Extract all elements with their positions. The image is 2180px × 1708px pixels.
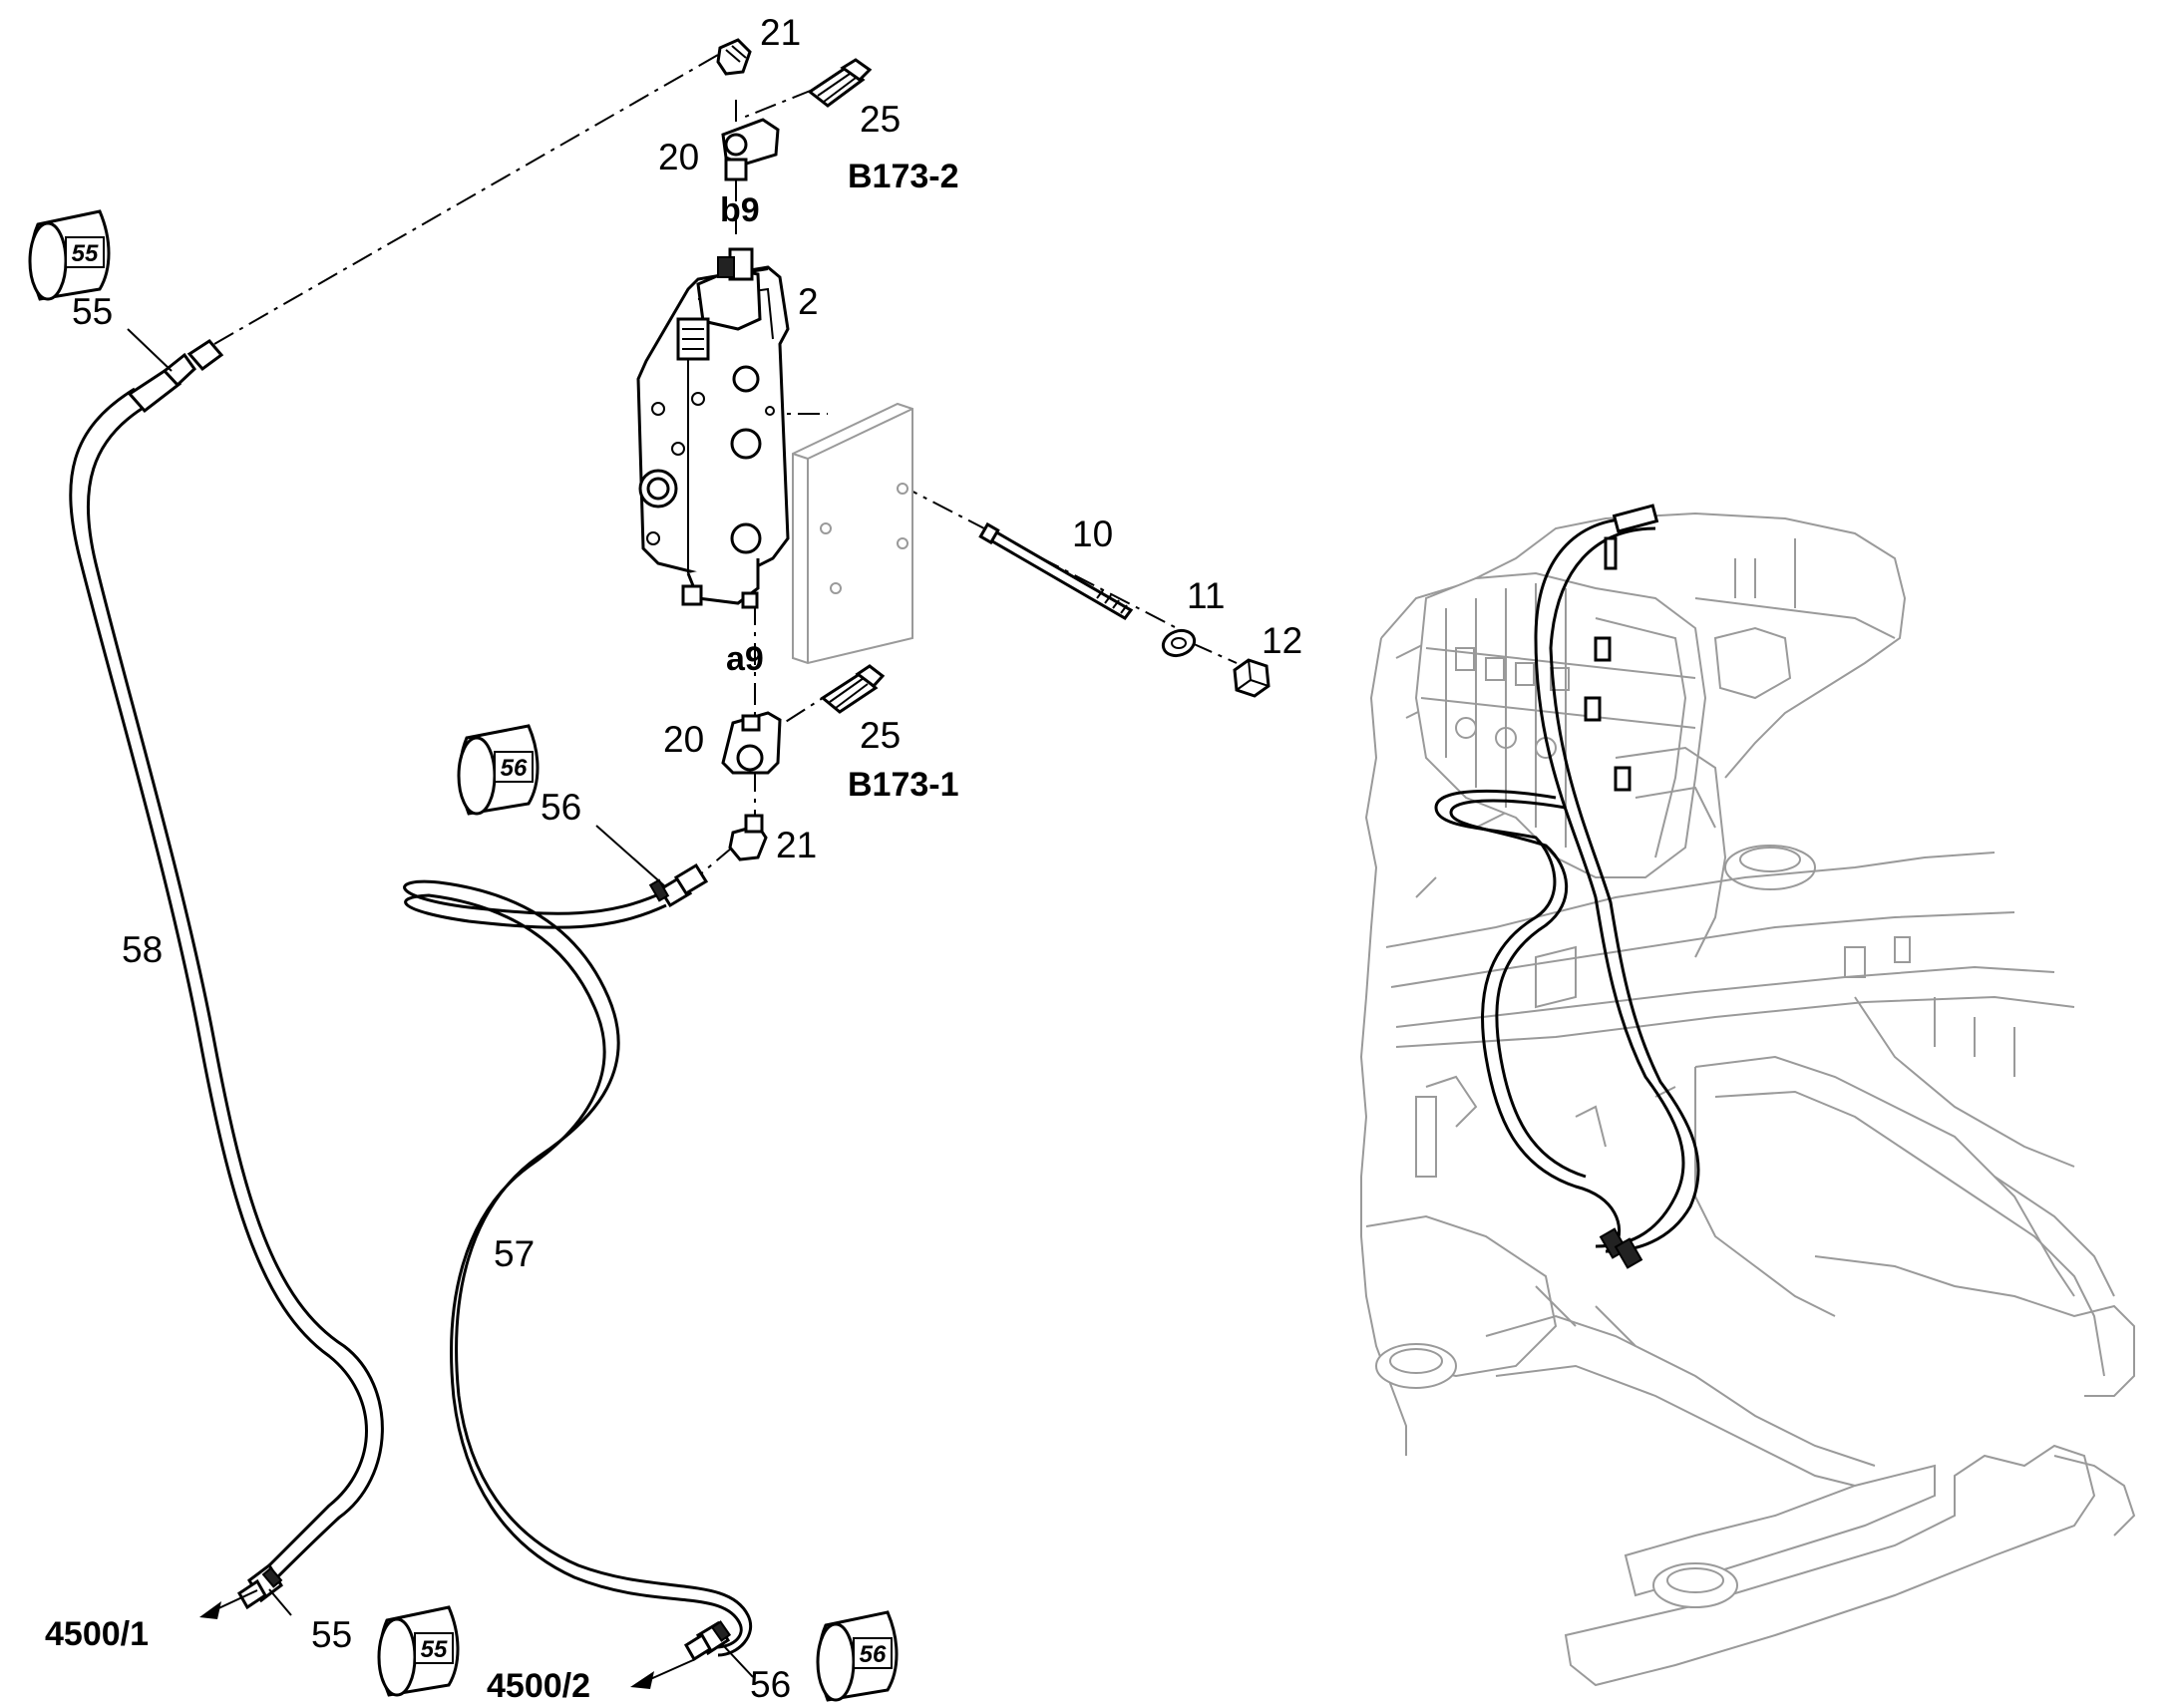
part-tag-55-bottom: 55 [377, 1605, 460, 1697]
label-12: 12 [1262, 620, 1302, 661]
tee-fitting-20-top [721, 118, 780, 181]
part-tag-55-top: 55 [28, 209, 111, 301]
label-a9: a9 [726, 640, 764, 678]
label-b173-2: B173-2 [848, 158, 959, 195]
label-11: 11 [1187, 575, 1225, 616]
machine-hose-routing [1434, 504, 1700, 1269]
tag-56-top-text: 56 [501, 755, 528, 782]
label-20-top: 20 [658, 137, 699, 177]
tag-56-bottom-text: 56 [860, 1641, 887, 1668]
pressure-sensor-25-top [807, 58, 873, 108]
label-b173-1: B173-1 [848, 766, 959, 804]
label-4500-1: 4500/1 [45, 1615, 149, 1653]
control-valve-2 [636, 247, 790, 609]
label-56-bottom: 56 [750, 1664, 791, 1705]
label-21-top: 21 [760, 12, 801, 53]
label-20-bottom: 20 [663, 719, 704, 760]
label-57: 57 [494, 1233, 535, 1274]
label-56-top: 56 [541, 787, 581, 828]
tag-55-bottom-text: 55 [421, 1636, 448, 1663]
callout-labels: 21 25 20 B173-2 b9 2 10 11 12 a9 20 25 B… [45, 12, 1302, 1705]
pressure-sensor-25-bottom [820, 664, 886, 714]
part-tag-56-bottom: 56 [816, 1610, 899, 1702]
label-58: 58 [122, 929, 163, 970]
nut-12 [1233, 658, 1271, 698]
label-25-bottom: 25 [860, 715, 901, 756]
tag-55-top-text: 55 [72, 240, 99, 267]
callout-leaders [127, 328, 754, 1678]
mounting-plate [792, 402, 913, 665]
label-55-bottom: 55 [311, 1614, 352, 1655]
label-10: 10 [1072, 513, 1113, 554]
label-4500-2: 4500/2 [487, 1667, 590, 1705]
label-b9: b9 [720, 191, 760, 229]
hose-58 [69, 339, 384, 1610]
label-2: 2 [798, 281, 819, 322]
elbow-fitting-21-bottom [728, 814, 768, 861]
label-25-top: 25 [860, 99, 901, 140]
elbow-fitting-21-top [716, 38, 752, 76]
washer-11 [1161, 628, 1197, 658]
part-tag-56-top: 56 [457, 724, 540, 816]
label-55-top: 55 [72, 291, 113, 332]
bolt-10 [978, 521, 1134, 620]
machine-frame-overview [1359, 512, 2136, 1687]
tee-fitting-20-bottom [721, 711, 782, 775]
hose-57 [403, 862, 753, 1662]
flow-arrows [199, 1589, 694, 1689]
label-21-bottom: 21 [776, 825, 817, 865]
